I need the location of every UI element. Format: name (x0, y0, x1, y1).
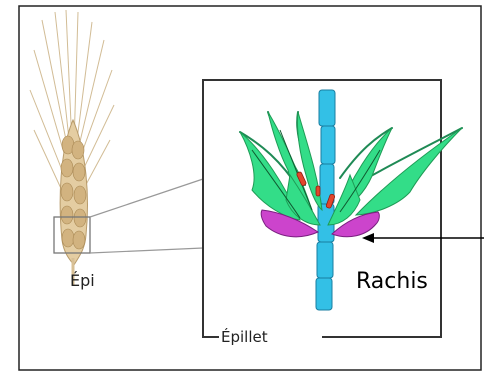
rachis-arrow (362, 233, 484, 243)
spikelet-illustration (240, 90, 462, 310)
label-rachis: Rachis (356, 269, 428, 294)
connector-line-top (90, 179, 203, 217)
connector-line-bottom (90, 248, 203, 253)
label-epillet: Épillet (221, 327, 268, 346)
label-epi: Épi (70, 271, 95, 290)
wheat-ear-illustration (30, 10, 114, 285)
